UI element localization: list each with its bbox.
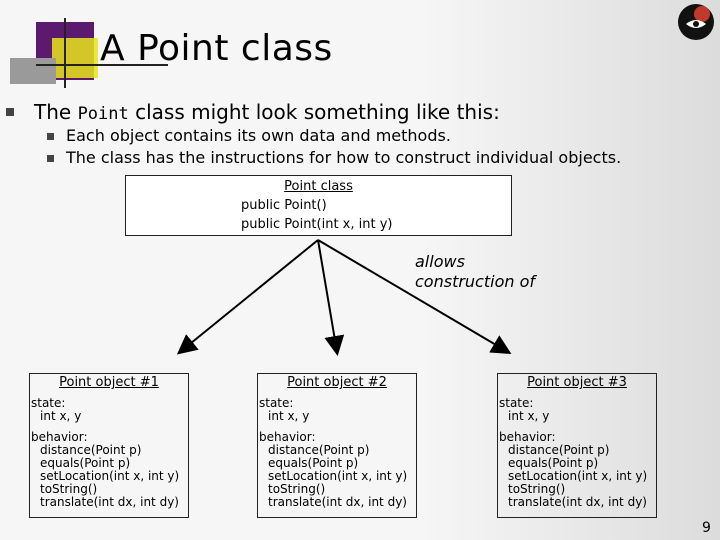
bullet-marker [47, 155, 54, 162]
method-line: toString() [268, 482, 326, 496]
method-line: distance(Point p) [508, 443, 610, 457]
point-object-1: Point object #1 state: int x, y behavior… [29, 373, 189, 518]
object-heading: Point object #3 [527, 375, 627, 390]
method-line: setLocation(int x, int y) [268, 469, 408, 483]
background-photo [420, 0, 720, 540]
decor-horizontal-line [36, 64, 168, 66]
page-number: 9 [702, 520, 711, 536]
behavior-label: behavior: [499, 430, 556, 444]
arrow-to-object-3 [317, 239, 512, 355]
constructor-line: public Point() [241, 198, 327, 213]
method-line: equals(Point p) [508, 456, 599, 470]
method-line: distance(Point p) [268, 443, 370, 457]
constructor-line: public Point(int x, int y) [241, 217, 393, 232]
object-box [29, 373, 189, 518]
state-value: int x, y [268, 409, 310, 423]
state-label: state: [499, 396, 534, 410]
slide-title: A Point class [100, 28, 333, 69]
logo-icon [678, 4, 714, 40]
main-bullet-suffix: class might look something like this: [128, 100, 500, 124]
behavior-label: behavior: [31, 430, 88, 444]
sub-bullet-1: Each object contains its own data and me… [66, 126, 451, 145]
annotation-line-2: construction of [415, 272, 536, 291]
object-box [497, 373, 657, 518]
method-line: equals(Point p) [40, 456, 131, 470]
behavior-label: behavior: [259, 430, 316, 444]
main-bullet: The Point class might look something lik… [34, 100, 500, 124]
object-heading: Point object #1 [59, 375, 159, 390]
sub-bullet-2: The class has the instructions for how t… [66, 148, 622, 167]
object-heading: Point object #2 [287, 375, 387, 390]
class-box-heading: Point class [284, 179, 353, 194]
main-bullet-code: Point [77, 104, 129, 124]
annotation-line-1: allows [415, 252, 465, 271]
method-line: equals(Point p) [268, 456, 359, 470]
arrow-to-object-2 [317, 239, 345, 356]
method-line: translate(int dx, int dy) [508, 495, 647, 509]
method-line: toString() [508, 482, 566, 496]
state-value: int x, y [508, 409, 550, 423]
method-line: setLocation(int x, int y) [40, 469, 180, 483]
point-object-2: Point object #2 state: int x, y behavior… [257, 373, 417, 518]
method-line: translate(int dx, int dy) [268, 495, 407, 509]
decor-yellow-square [52, 38, 98, 78]
state-value: int x, y [40, 409, 82, 423]
decor-vertical-line [64, 18, 66, 88]
main-bullet-prefix: The [34, 100, 78, 124]
method-line: toString() [40, 482, 98, 496]
bullet-marker [6, 108, 14, 116]
class-box: Point class public Point() public Point(… [125, 175, 512, 236]
method-line: translate(int dx, int dy) [40, 495, 179, 509]
bullet-marker [47, 133, 54, 140]
state-label: state: [31, 396, 66, 410]
object-box [257, 373, 417, 518]
method-line: setLocation(int x, int y) [508, 469, 648, 483]
point-object-3: Point object #3 state: int x, y behavior… [497, 373, 657, 518]
decor-gray-square [10, 58, 56, 84]
arrow-to-object-1 [176, 239, 319, 355]
method-line: distance(Point p) [40, 443, 142, 457]
state-label: state: [259, 396, 294, 410]
